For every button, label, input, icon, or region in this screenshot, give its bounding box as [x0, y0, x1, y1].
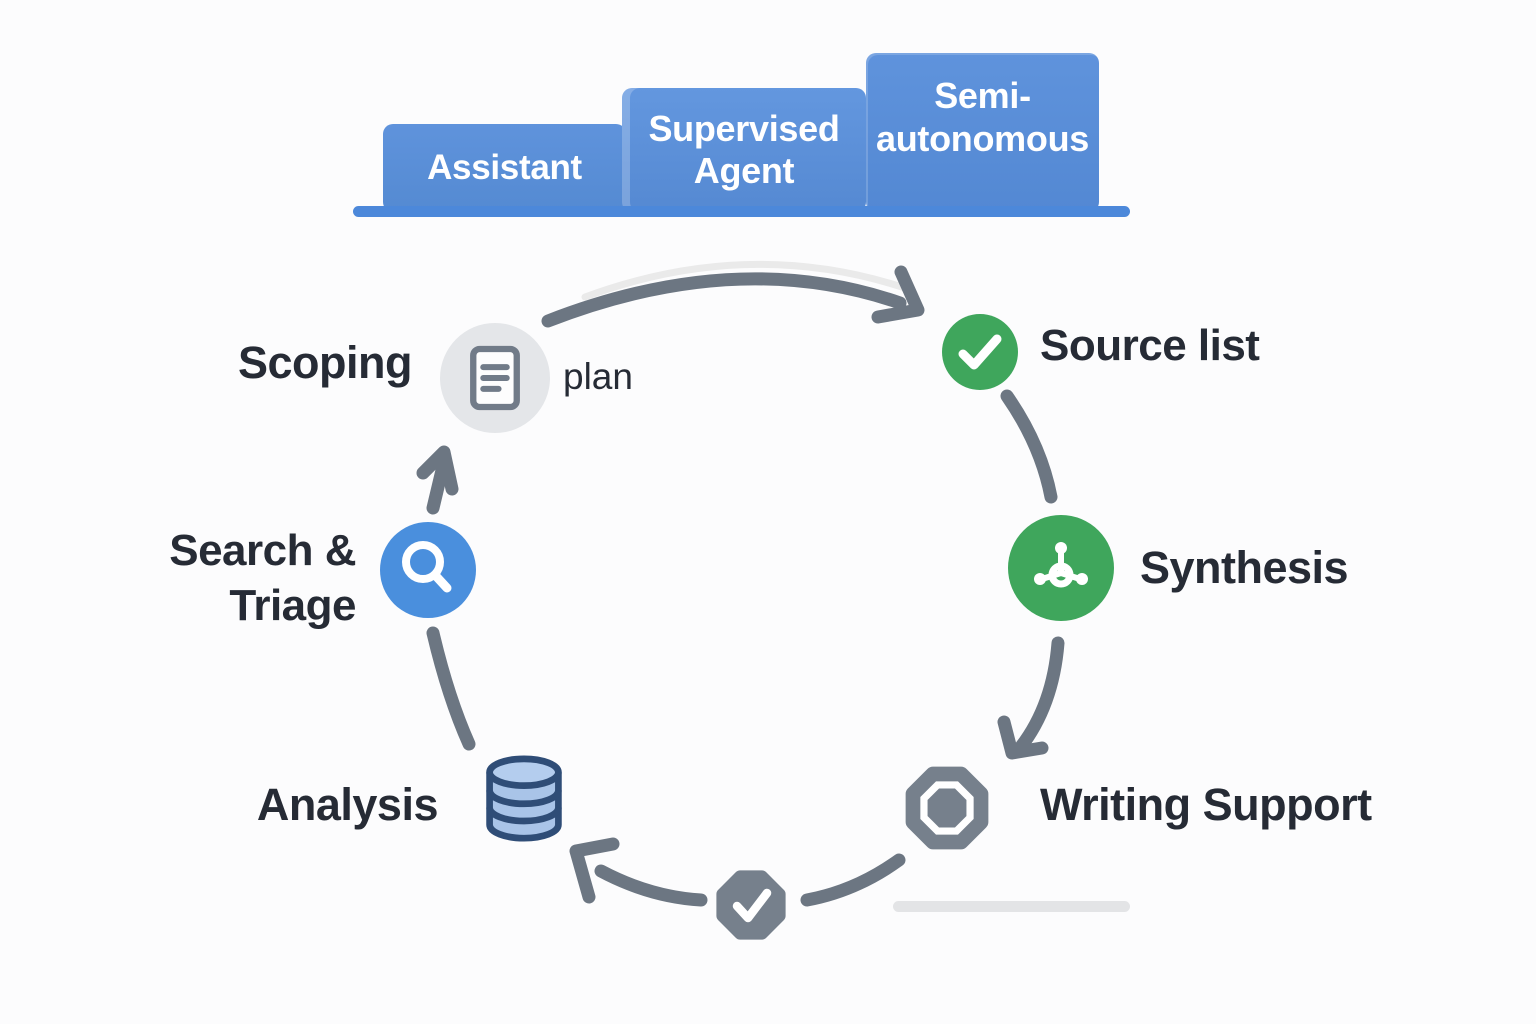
maturity-step-assistant: Assistant — [383, 124, 626, 212]
stage-node-search-triage — [380, 522, 476, 618]
stage-node-writing-support — [899, 760, 995, 856]
underline-bar — [893, 901, 1130, 912]
stage-label-scoping: Scoping — [238, 337, 413, 388]
search-icon — [402, 541, 452, 593]
stage-node-analysis — [481, 752, 567, 846]
check-octagon-icon — [716, 870, 786, 940]
arrowhead-scoping — [416, 445, 459, 496]
arrowhead-writing-support — [997, 715, 1049, 760]
stage-label-source-list: Source list — [1040, 321, 1260, 370]
database-icon — [486, 755, 562, 842]
arrow-source-list-to-synthesis — [1000, 389, 1058, 504]
arrowhead-analysis — [569, 837, 620, 904]
maturity-step-supervised-agent: Supervised Agent — [622, 88, 866, 212]
arrowhead-source-list — [871, 265, 925, 324]
maturity-step-label: Assistant — [427, 148, 582, 188]
stage-node-source-list — [942, 314, 1018, 390]
maturity-step-semi-autonomous: Semi-autonomous — [866, 53, 1099, 212]
stage-label-synthesis: Synthesis — [1140, 542, 1349, 593]
arrow-writing-support-to-check — [800, 853, 906, 907]
stage-node-scoping — [440, 323, 550, 433]
stage-label-writing-support: Writing Support — [1040, 779, 1372, 830]
arrow-shadow — [581, 260, 912, 301]
stage-label-search-triage: Search & Triage — [169, 526, 356, 630]
document-icon — [470, 345, 520, 411]
check-circle-icon — [958, 334, 1002, 370]
arrow-search-triage-to-scoping — [426, 459, 450, 515]
arrow-analysis-to-search-triage — [426, 626, 476, 751]
cycle-check-node — [711, 865, 791, 945]
arrow-check-to-analysis — [594, 864, 708, 907]
arrow-scoping-to-source-list — [541, 272, 907, 328]
artifact-label-plan: plan — [563, 356, 633, 397]
stage-label-analysis: Analysis — [256, 779, 439, 830]
octagon-icon — [905, 766, 989, 850]
maturity-step-label: Supervised Agent — [648, 107, 840, 191]
maturity-step-label: Semi-autonomous — [876, 75, 1089, 159]
arrow-synthesis-to-writing-support — [1013, 636, 1065, 755]
stage-node-synthesis — [1008, 515, 1114, 621]
maturity-baseline-bar — [353, 206, 1130, 217]
hub-icon — [1034, 542, 1088, 588]
